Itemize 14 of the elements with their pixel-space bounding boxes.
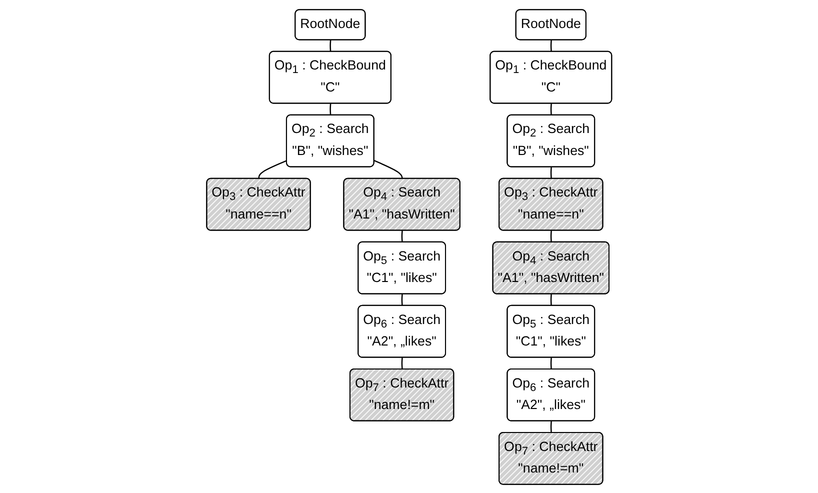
connector bbox=[330, 40, 332, 52]
connector bbox=[550, 230, 552, 242]
connector bbox=[258, 160, 287, 178]
connector bbox=[550, 294, 552, 306]
connector bbox=[550, 420, 552, 432]
connector bbox=[330, 103, 332, 115]
connector bbox=[550, 103, 552, 115]
connector bbox=[550, 40, 552, 52]
connector bbox=[401, 230, 403, 242]
connector bbox=[401, 357, 403, 369]
connector bbox=[374, 160, 403, 178]
connector bbox=[401, 294, 403, 306]
connector bbox=[550, 166, 552, 178]
connector bbox=[550, 357, 552, 369]
